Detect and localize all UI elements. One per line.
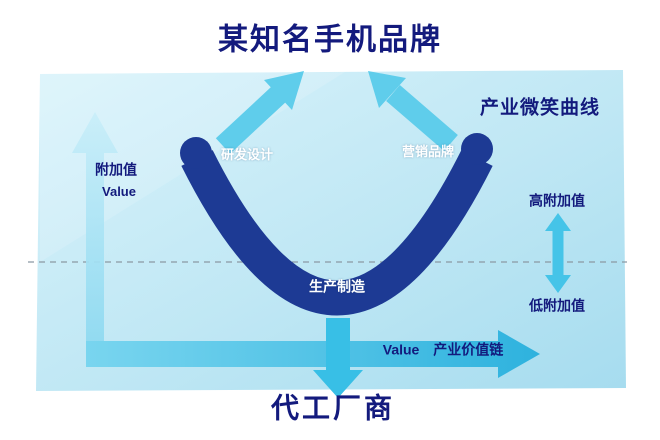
up-arrow-left-head [264, 71, 304, 110]
node-dot-right [461, 133, 493, 165]
down-arrow [313, 318, 363, 398]
low-value-label: 低附加值 [529, 297, 585, 314]
y-axis-label-en: Value [102, 183, 136, 199]
x-axis-label-en: Value [382, 341, 420, 358]
node-label-marketing: 营销品牌 [401, 143, 455, 159]
y-axis-label-cn: 附加值 [95, 161, 137, 178]
up-arrow-right-shaft [386, 85, 458, 151]
curve-title: 产业微笑曲线 [479, 97, 601, 119]
node-label-manufacturing: 生产制造 [309, 278, 365, 295]
smile-curve [181, 150, 493, 316]
high-value-label: 高附加值 [529, 192, 585, 209]
value-double-arrow [545, 213, 571, 293]
node-dot-left [180, 137, 212, 169]
x-axis-label: Value 产业价值链 [382, 341, 504, 358]
x-axis-arrow [86, 330, 540, 378]
y-axis-arrow [72, 112, 118, 358]
up-arrow-right-head [368, 71, 406, 108]
top-title: 某知名手机品牌 [218, 23, 442, 57]
node-label-rd: 研发设计 [220, 146, 274, 162]
bottom-title: 代工厂商 [270, 392, 396, 424]
x-axis-label-cn: 产业价值链 [433, 341, 504, 358]
up-arrow-left-shaft [215, 86, 287, 154]
